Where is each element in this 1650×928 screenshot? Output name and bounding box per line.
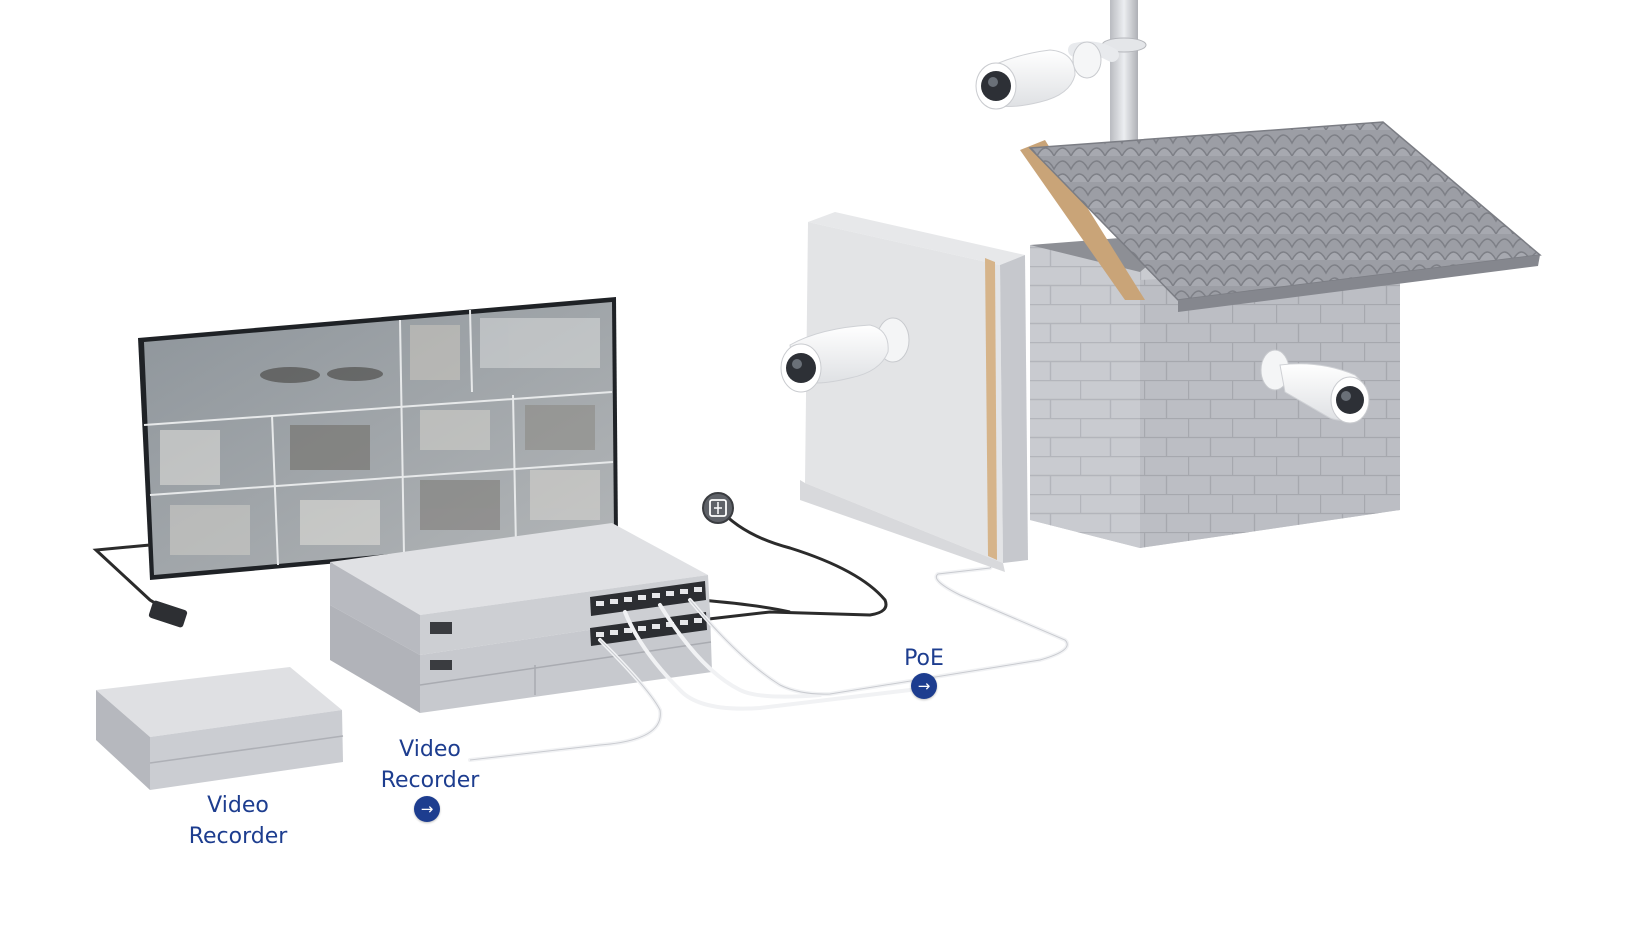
ethernet-port-icon[interactable] (702, 492, 734, 524)
ethernet-switch-ports (590, 581, 707, 646)
label-line-1: Video (207, 793, 269, 818)
camera-feed-thumbnails (160, 318, 600, 555)
label-video-recorder-standalone: Video Recorder (178, 790, 298, 852)
label-video-recorder-rack: Video Recorder (370, 734, 490, 796)
camera-feed-grid (143, 309, 614, 566)
camera-pole-mount (975, 41, 1119, 110)
usb-port (430, 622, 452, 634)
label-line-2: Recorder (380, 768, 480, 793)
label-line-1: Video (399, 737, 461, 762)
camera-wall-left (780, 317, 910, 393)
label-line-2: Recorder (188, 824, 288, 849)
camera-house-right (1260, 349, 1370, 424)
label-poe: PoE (904, 646, 944, 671)
house (1030, 238, 1400, 548)
standalone-video-recorder (96, 667, 344, 790)
roof (1020, 121, 1542, 312)
arrow-right-icon[interactable]: → (911, 673, 937, 699)
mounting-pole (1110, 0, 1138, 160)
wall-panel (800, 212, 1028, 572)
ethernet-cable-black (699, 504, 888, 622)
arrow-right-icon[interactable]: → (414, 796, 440, 822)
power-adapter (148, 600, 188, 628)
monitor (92, 297, 618, 628)
